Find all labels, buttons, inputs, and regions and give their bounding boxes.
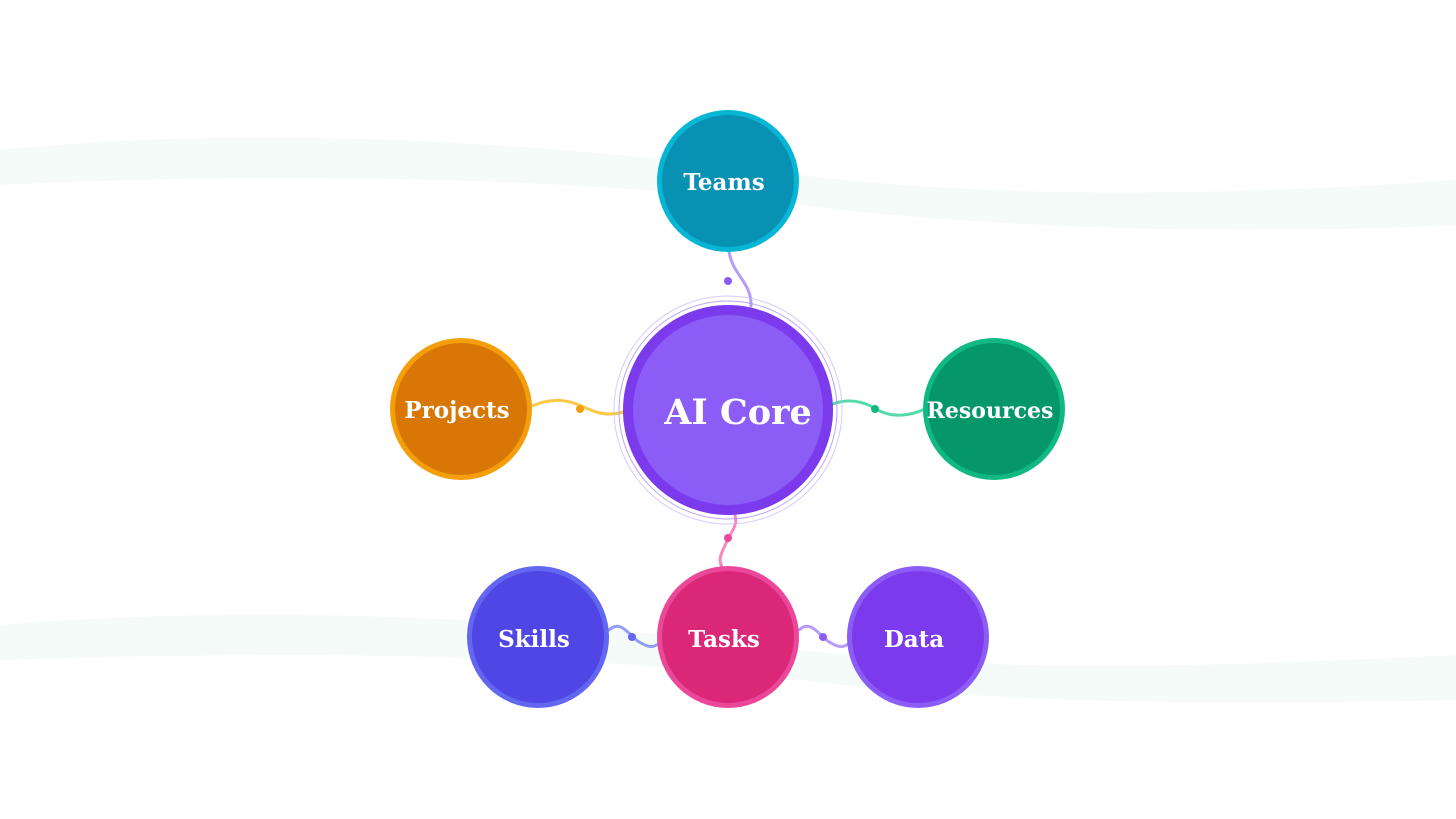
link-dot-data (819, 633, 827, 641)
node-tasks[interactable]: Tasks (657, 566, 799, 708)
center-halo-outer (613, 295, 843, 525)
node-skills-label: Skills (498, 626, 570, 653)
node-resources[interactable]: Resources (923, 338, 1065, 480)
link-skills (607, 624, 660, 648)
center-node[interactable]: AI Core (613, 295, 843, 525)
center-halo-inner (618, 300, 838, 520)
link-dot-tasks (724, 534, 732, 542)
node-data-circle (852, 571, 984, 703)
node-skills-circle (472, 571, 604, 703)
node-resources-circle (928, 343, 1060, 475)
link-data (797, 624, 850, 648)
link-projects (530, 398, 635, 416)
node-tasks-circle (662, 571, 794, 703)
link-teams (727, 249, 753, 308)
center-circle (633, 315, 823, 505)
link-dot-teams (724, 277, 732, 285)
center-label: AI Core (663, 392, 812, 433)
link-dot-skills (628, 633, 636, 641)
node-teams-circle (662, 115, 794, 247)
link-dot-projects (576, 405, 584, 413)
node-tasks-label: Tasks (688, 626, 760, 653)
link-dot-resources (871, 405, 879, 413)
node-skills[interactable]: Skills (467, 566, 609, 708)
node-data[interactable]: Data (847, 566, 989, 708)
node-resources-label: Resources (927, 398, 1054, 424)
node-teams-label: Teams (683, 169, 764, 196)
node-projects-label: Projects (404, 397, 509, 424)
node-projects-circle (395, 343, 527, 475)
node-teams[interactable]: Teams (657, 110, 799, 252)
node-data-label: Data (884, 626, 944, 653)
node-projects[interactable]: Projects (390, 338, 532, 480)
